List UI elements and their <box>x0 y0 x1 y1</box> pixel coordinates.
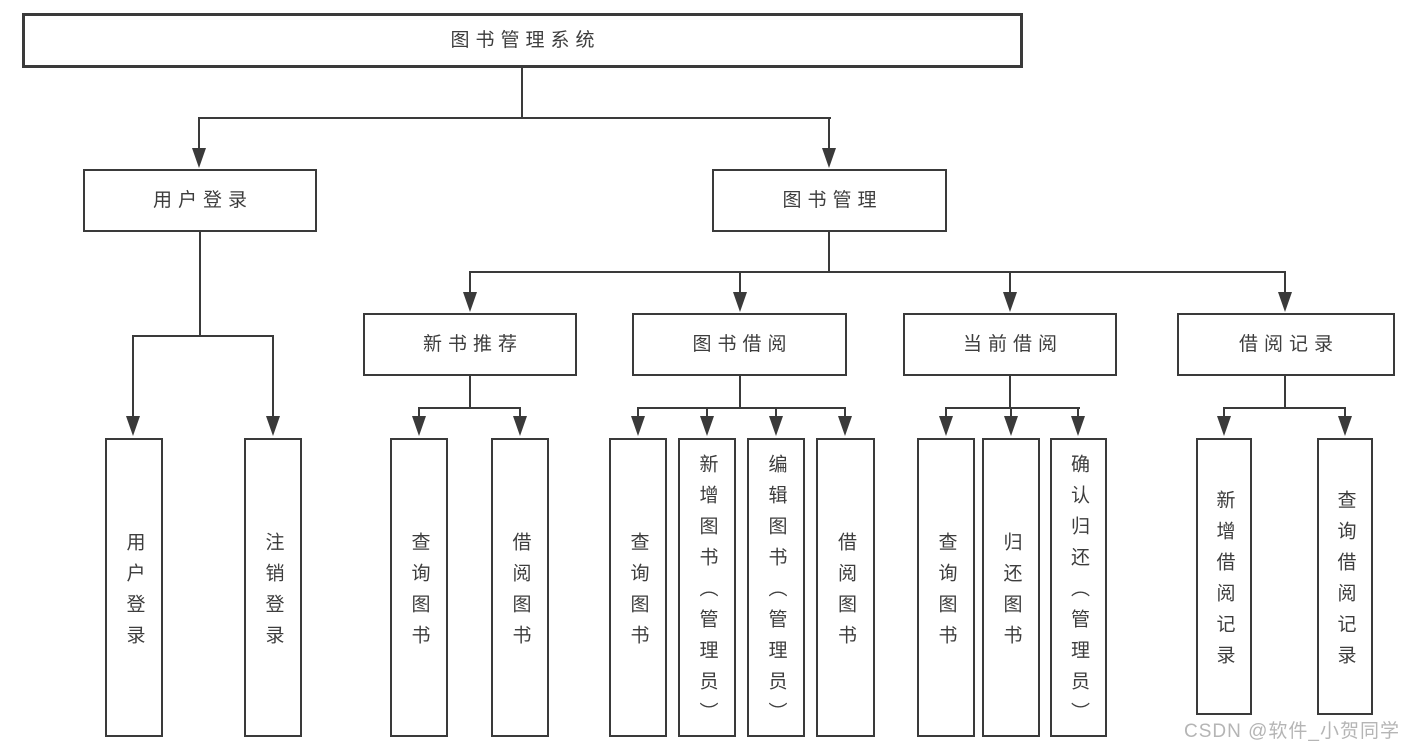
node-user-login: 用户登录 <box>83 169 317 232</box>
arrow-down-icon <box>192 148 206 168</box>
arrow-down-icon <box>1338 416 1352 436</box>
leaf-confirm-return-admin: 确认归还（管理员） <box>1050 438 1107 737</box>
connector-line <box>1284 271 1286 294</box>
leaf-user-login: 用户登录 <box>105 438 163 737</box>
connector-line <box>469 376 471 409</box>
connector-line <box>469 271 471 294</box>
arrow-down-icon <box>838 416 852 436</box>
leaf-query-books-recommend: 查询图书 <box>390 438 448 737</box>
node-borrowing-records: 借阅记录 <box>1177 313 1395 376</box>
connector-line <box>198 117 831 119</box>
node-library-system: 图书管理系统 <box>22 13 1023 68</box>
arrow-down-icon <box>822 148 836 168</box>
connector-line <box>828 232 830 273</box>
connector-line <box>418 407 420 418</box>
arrow-down-icon <box>631 416 645 436</box>
node-current-borrowing: 当前借阅 <box>903 313 1117 376</box>
connector-line <box>1223 407 1225 418</box>
leaf-borrow-books-recommend: 借阅图书 <box>491 438 549 737</box>
connector-line <box>132 335 274 337</box>
watermark-text: CSDN @软件_小贺同学 <box>1184 721 1400 742</box>
connector-line <box>199 232 201 337</box>
leaf-borrow-books-borrowing: 借阅图书 <box>816 438 875 737</box>
connector-line <box>637 407 639 418</box>
connector-line <box>1077 407 1079 418</box>
connector-line <box>637 407 846 409</box>
connector-line <box>198 117 200 150</box>
arrow-down-icon <box>733 292 747 312</box>
connector-line <box>945 407 1080 409</box>
arrow-down-icon <box>126 416 140 436</box>
connector-line <box>132 335 134 418</box>
arrow-down-icon <box>513 416 527 436</box>
connector-line <box>945 407 947 418</box>
connector-line <box>1009 376 1011 409</box>
connector-line <box>739 271 741 294</box>
leaf-add-book-admin: 新增图书（管理员） <box>678 438 736 737</box>
leaf-query-books-current: 查询图书 <box>917 438 975 737</box>
connector-line <box>739 376 741 409</box>
arrow-down-icon <box>266 416 280 436</box>
connector-line <box>1284 376 1286 409</box>
leaf-query-books-borrowing: 查询图书 <box>609 438 667 737</box>
arrow-down-icon <box>463 292 477 312</box>
leaf-return-books: 归还图书 <box>982 438 1040 737</box>
arrow-down-icon <box>700 416 714 436</box>
connector-line <box>519 407 521 418</box>
connector-line <box>418 407 521 409</box>
connector-line <box>521 68 523 119</box>
connector-line <box>706 407 708 418</box>
leaf-edit-book-admin: 编辑图书（管理员） <box>747 438 805 737</box>
arrow-down-icon <box>1278 292 1292 312</box>
leaf-add-borrow-record: 新增借阅记录 <box>1196 438 1252 715</box>
connector-line <box>828 117 830 150</box>
arrow-down-icon <box>412 416 426 436</box>
connector-line <box>775 407 777 418</box>
arrow-down-icon <box>1071 416 1085 436</box>
connector-line <box>844 407 846 418</box>
connector-line <box>1223 407 1346 409</box>
connector-line <box>272 335 274 418</box>
node-book-management: 图书管理 <box>712 169 947 232</box>
leaf-logout: 注销登录 <box>244 438 302 737</box>
arrow-down-icon <box>1003 292 1017 312</box>
connector-line <box>1010 407 1012 418</box>
arrow-down-icon <box>769 416 783 436</box>
node-book-borrowing: 图书借阅 <box>632 313 847 376</box>
arrow-down-icon <box>1004 416 1018 436</box>
connector-line <box>1009 271 1011 294</box>
arrow-down-icon <box>1217 416 1231 436</box>
arrow-down-icon <box>939 416 953 436</box>
leaf-query-borrow-record: 查询借阅记录 <box>1317 438 1373 715</box>
node-new-book-recommendation: 新书推荐 <box>363 313 577 376</box>
connector-line <box>469 271 1286 273</box>
connector-line <box>1344 407 1346 418</box>
